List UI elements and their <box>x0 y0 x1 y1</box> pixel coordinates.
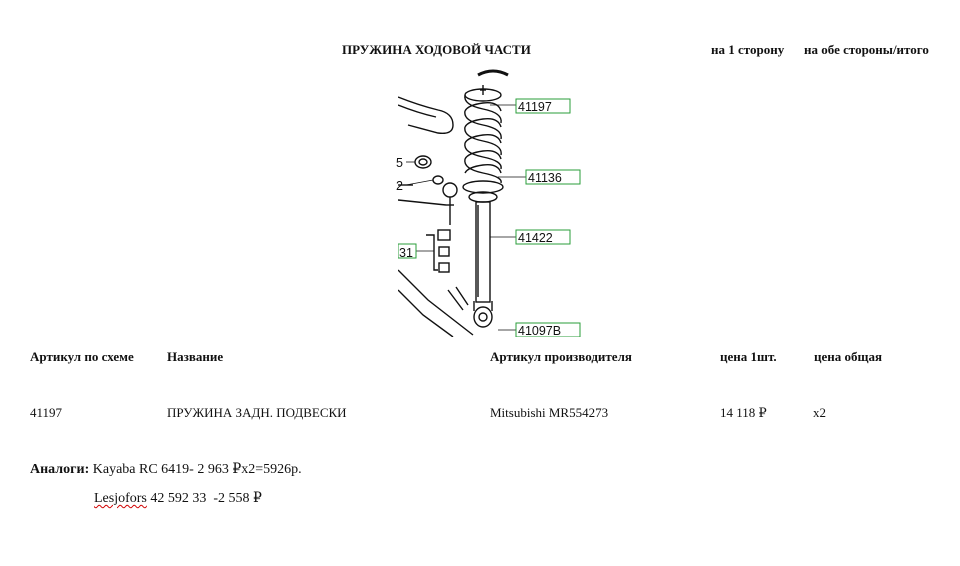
callout-31: 31 <box>399 246 413 260</box>
col-header-total-price: цена общая <box>814 349 883 364</box>
callout-2: 2 <box>396 179 403 193</box>
col-header-unit-price: цена 1шт. <box>720 349 777 364</box>
col-header-manufacturer-article: Артикул производителя <box>490 349 632 364</box>
callout-41422: 41422 <box>518 231 553 245</box>
analogs-line-1: Аналоги: Kayaba RC 6419- 2 963 ₽x2=5926р… <box>30 461 302 478</box>
col-header-scheme-article: Артикул по схеме <box>30 349 134 364</box>
cell-scheme-article: 41197 <box>30 405 63 420</box>
analog-brand-lesjofors: Lesjofors <box>94 491 147 506</box>
callout-41136: 41136 <box>528 171 562 185</box>
cell-total-price: x2 <box>813 405 826 420</box>
analog-lesjofors-detail: 42 592 33 -2 558 ₽ <box>146 491 262 506</box>
cell-manufacturer-article: Mitsubishi MR554273 <box>490 405 609 420</box>
callout-5: 5 <box>396 156 403 170</box>
analog-kayaba: Kayaba RC 6419- 2 963 ₽x2=5926р. <box>92 462 302 477</box>
per-side-label: на 1 сторону <box>711 42 785 57</box>
analogs-line-2: Lesjofors 42 592 33 -2 558 ₽ <box>94 490 262 507</box>
analogs-label: Аналоги: <box>30 462 90 477</box>
both-sides-label: на обе стороны/итого <box>804 42 929 57</box>
col-header-name: Название <box>167 349 224 364</box>
cell-unit-price: 14 118 ₽ <box>720 405 767 420</box>
callout-41197: 41197 <box>518 100 552 114</box>
suspension-spring-diagram <box>398 69 581 337</box>
callout-41097b: 41097B <box>518 324 562 336</box>
page-title: ПРУЖИНА ХОДОВОЙ ЧАСТИ <box>342 42 531 57</box>
cell-name: ПРУЖИНА ЗАДН. ПОДВЕСКИ <box>167 405 347 420</box>
